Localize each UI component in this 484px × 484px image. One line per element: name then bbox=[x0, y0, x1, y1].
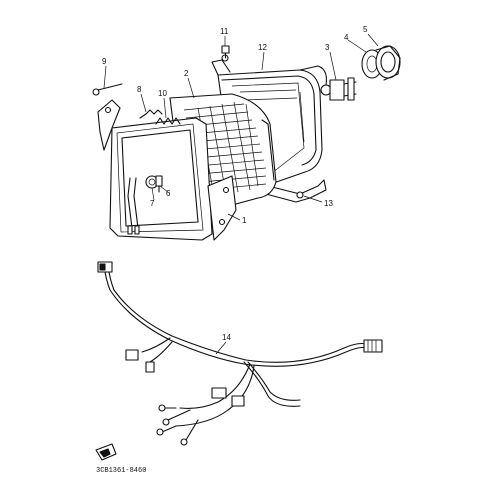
callout-2: 2 bbox=[184, 69, 189, 78]
housing-screw bbox=[221, 45, 230, 59]
headlight-bulb bbox=[320, 77, 357, 101]
position-bulb bbox=[155, 175, 163, 193]
callout-7: 7 bbox=[150, 199, 155, 208]
lower-bracket bbox=[265, 179, 327, 203]
callout-6: 6 bbox=[166, 189, 171, 198]
callout-1: 1 bbox=[242, 216, 247, 225]
callout-3: 3 bbox=[325, 43, 330, 52]
callout-11: 11 bbox=[220, 27, 229, 36]
callout-14: 14 bbox=[222, 333, 231, 342]
front-direction-arrow bbox=[95, 443, 117, 461]
callout-4: 4 bbox=[344, 33, 349, 42]
mounting-bolt bbox=[92, 83, 123, 96]
adjusting-screw bbox=[139, 109, 163, 119]
callout-12: 12 bbox=[258, 43, 267, 52]
spring bbox=[155, 117, 181, 125]
callout-8: 8 bbox=[137, 85, 142, 94]
callout-13: 13 bbox=[324, 199, 333, 208]
callout-9: 9 bbox=[102, 57, 107, 66]
callout-5: 5 bbox=[363, 25, 368, 34]
drawing-code: 3CB1361-8460 bbox=[96, 467, 146, 475]
leader-lines bbox=[103, 33, 379, 355]
bulb-socket bbox=[361, 45, 401, 81]
callout-10: 10 bbox=[158, 89, 167, 98]
wire-harness bbox=[97, 261, 383, 446]
